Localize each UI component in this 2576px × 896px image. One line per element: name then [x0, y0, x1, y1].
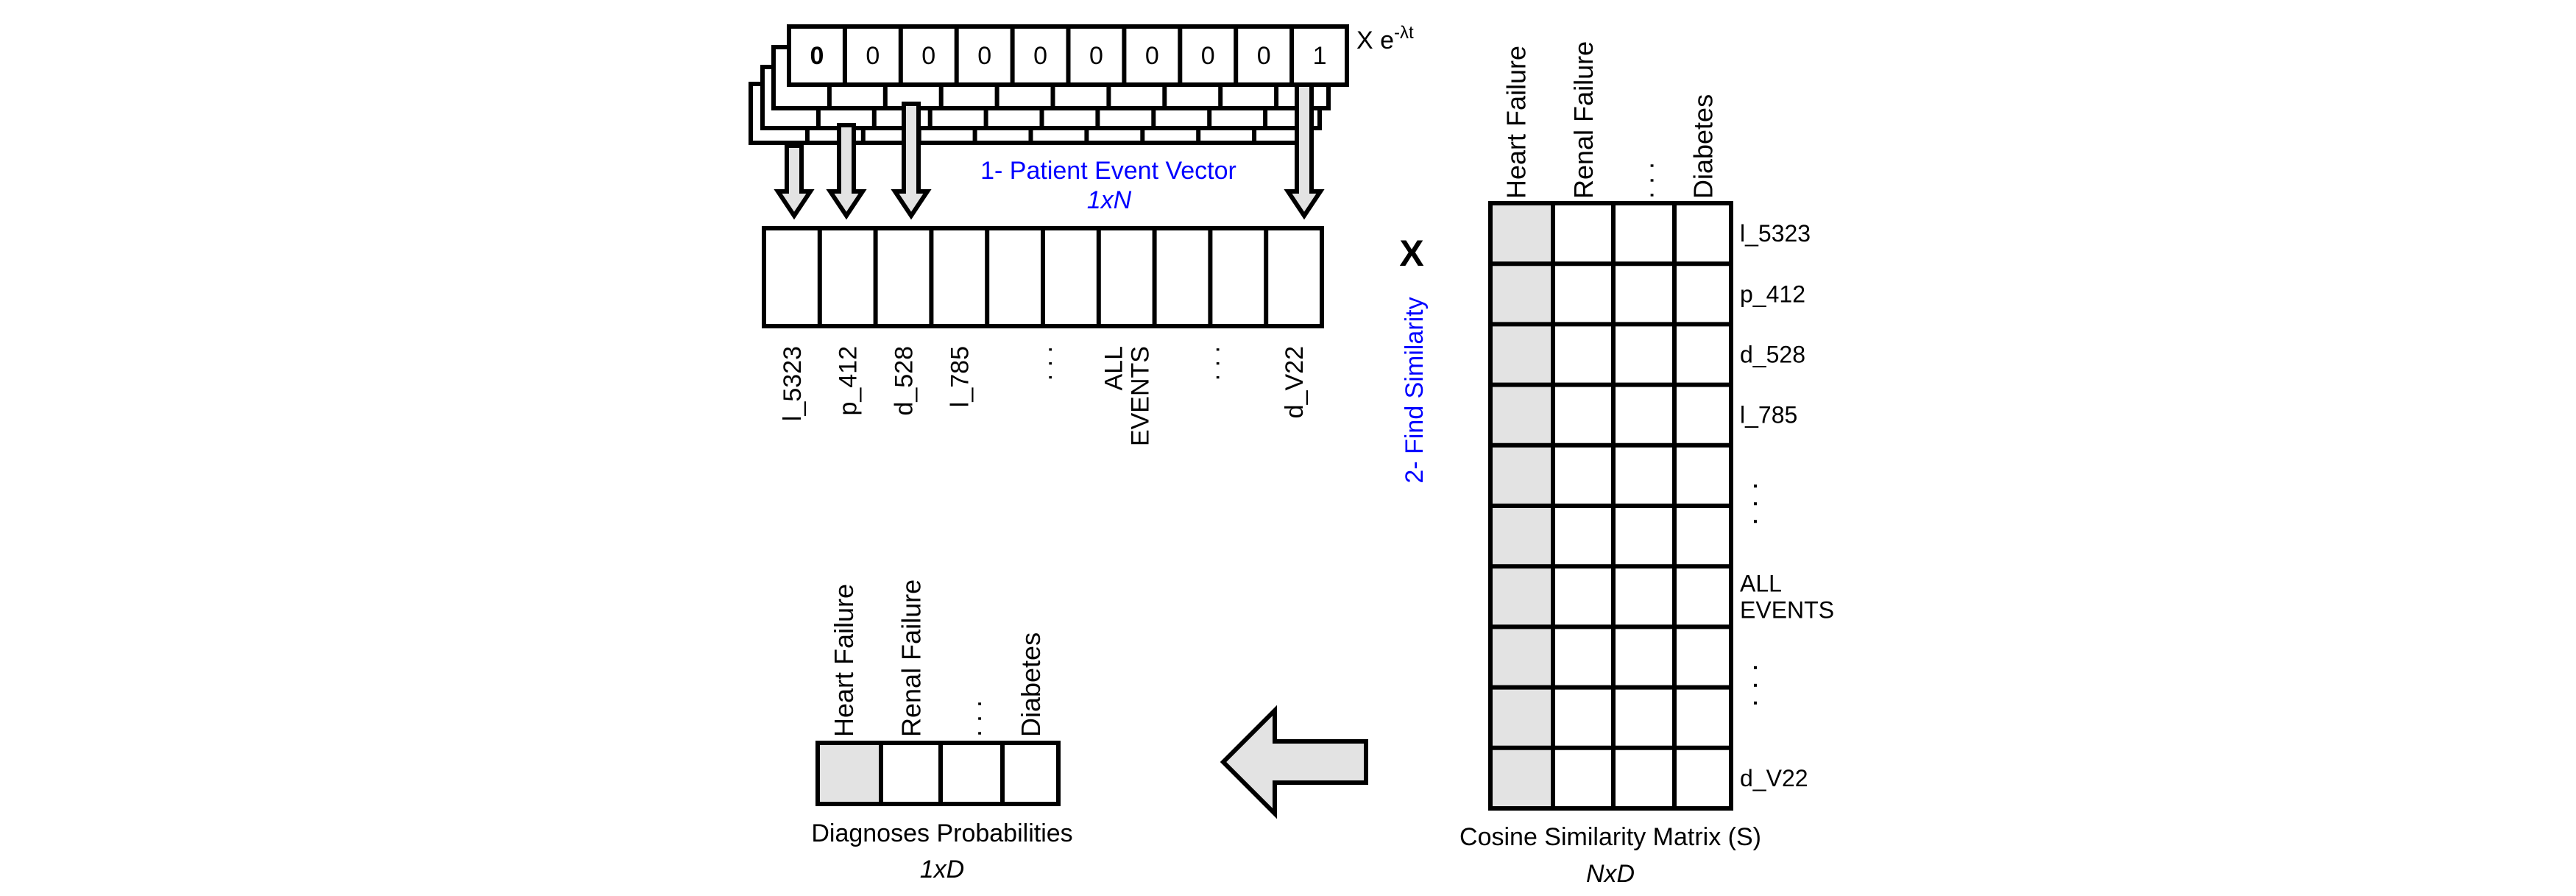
svg-text:EVENTS: EVENTS — [1740, 596, 1834, 623]
vector-value: 0 — [921, 42, 935, 70]
row-ellipsis — [1754, 484, 1757, 523]
matrix-dims: NxD — [1586, 860, 1635, 888]
stack-to-vector-arrows — [774, 82, 1325, 220]
vector-value: 1 — [1313, 42, 1327, 70]
svg-text:. . .: . . . — [1030, 346, 1058, 381]
svg-text:d_V22: d_V22 — [1281, 346, 1309, 418]
svg-text:d_V22: d_V22 — [1740, 765, 1808, 791]
svg-text:p_412: p_412 — [835, 346, 863, 416]
vector-value: 0 — [1145, 42, 1159, 70]
column-header: Diabetes — [1688, 94, 1719, 199]
vector-layer-0: 0 0 0 0 0 0 0 0 0 1 — [787, 24, 1349, 87]
result-column-headers: Heart Failure Renal Failure . . . Diabetes — [829, 579, 1046, 737]
vector-value: 0 — [1201, 42, 1215, 70]
svg-text:p_412: p_412 — [1740, 281, 1805, 307]
step2-label: 2- Find Similarity — [1401, 297, 1429, 483]
arrow-down-icon — [891, 102, 932, 220]
column-header: Diabetes — [1016, 632, 1046, 737]
svg-text:l_5323: l_5323 — [779, 346, 807, 421]
arrow-down-icon — [1284, 82, 1325, 220]
result-vector — [815, 741, 1061, 806]
row-label: d_528 — [1740, 342, 1805, 368]
row-label: l_5323 — [1740, 220, 1811, 247]
row-label: d_V22 — [1740, 765, 1808, 791]
vector-value: 0 — [1033, 42, 1047, 70]
result-caption: Diagnoses Probabilities — [811, 819, 1072, 847]
event-label: l_5323 — [779, 346, 807, 421]
matrix-caption: Cosine Similarity Matrix (S) — [1459, 823, 1761, 851]
svg-text:l_785: l_785 — [946, 346, 974, 407]
decay-factor-label: X e-λt — [1356, 23, 1414, 54]
vector-value: 0 — [810, 42, 824, 70]
step1-title: 1- Patient Event Vector — [980, 157, 1236, 185]
vector-value: 0 — [1257, 42, 1271, 70]
matrix-column-headers: Heart Failure Renal Failure . . . Diabetes — [1501, 41, 1719, 199]
similarity-matrix — [1488, 201, 1733, 811]
event-label: d_528 — [891, 346, 919, 416]
vector-value: 0 — [977, 42, 991, 70]
result-frame — [815, 741, 1061, 806]
svg-text:d_528: d_528 — [891, 346, 919, 416]
event-label: . . . — [1197, 346, 1225, 381]
column-header: Renal Failure — [896, 579, 927, 737]
column-header: . . . — [1630, 162, 1660, 199]
vector-value: 0 — [1089, 42, 1103, 70]
svg-text:. . .: . . . — [1197, 346, 1225, 381]
svg-text:l_785: l_785 — [1740, 402, 1797, 428]
row-ellipsis — [1754, 666, 1757, 705]
patient-vector-stack: 0 0 0 0 0 0 0 0 0 1 — [749, 24, 1349, 145]
column-header: Heart Failure — [1501, 46, 1532, 199]
arrow-down-icon — [826, 123, 867, 220]
event-label: l_785 — [946, 346, 974, 407]
result-highlight-cell — [818, 743, 881, 804]
multiply-symbol: X — [1399, 233, 1423, 274]
column-header: Renal Failure — [1568, 41, 1599, 199]
column-header: . . . — [957, 700, 987, 737]
row-label: l_785 — [1740, 402, 1797, 428]
event-label: . . . — [1030, 346, 1058, 381]
column-header: Heart Failure — [829, 584, 859, 737]
step1-dims: 1xN — [1087, 186, 1132, 214]
result-dims: 1xD — [920, 856, 964, 883]
event-vector — [762, 226, 1324, 328]
event-label: d_V22 — [1281, 346, 1309, 418]
row-label: p_412 — [1740, 281, 1805, 307]
event-label: p_412 — [835, 346, 863, 416]
svg-text:d_528: d_528 — [1740, 342, 1805, 368]
svg-text:l_5323: l_5323 — [1740, 220, 1811, 247]
svg-text:ALL: ALL — [1740, 570, 1782, 596]
arrow-down-icon — [774, 144, 815, 220]
vector-value: 0 — [866, 42, 880, 70]
svg-text:EVENTS: EVENTS — [1127, 346, 1155, 446]
svg-text:ALL: ALL — [1100, 346, 1128, 391]
result-arrow-icon — [1220, 705, 1368, 819]
